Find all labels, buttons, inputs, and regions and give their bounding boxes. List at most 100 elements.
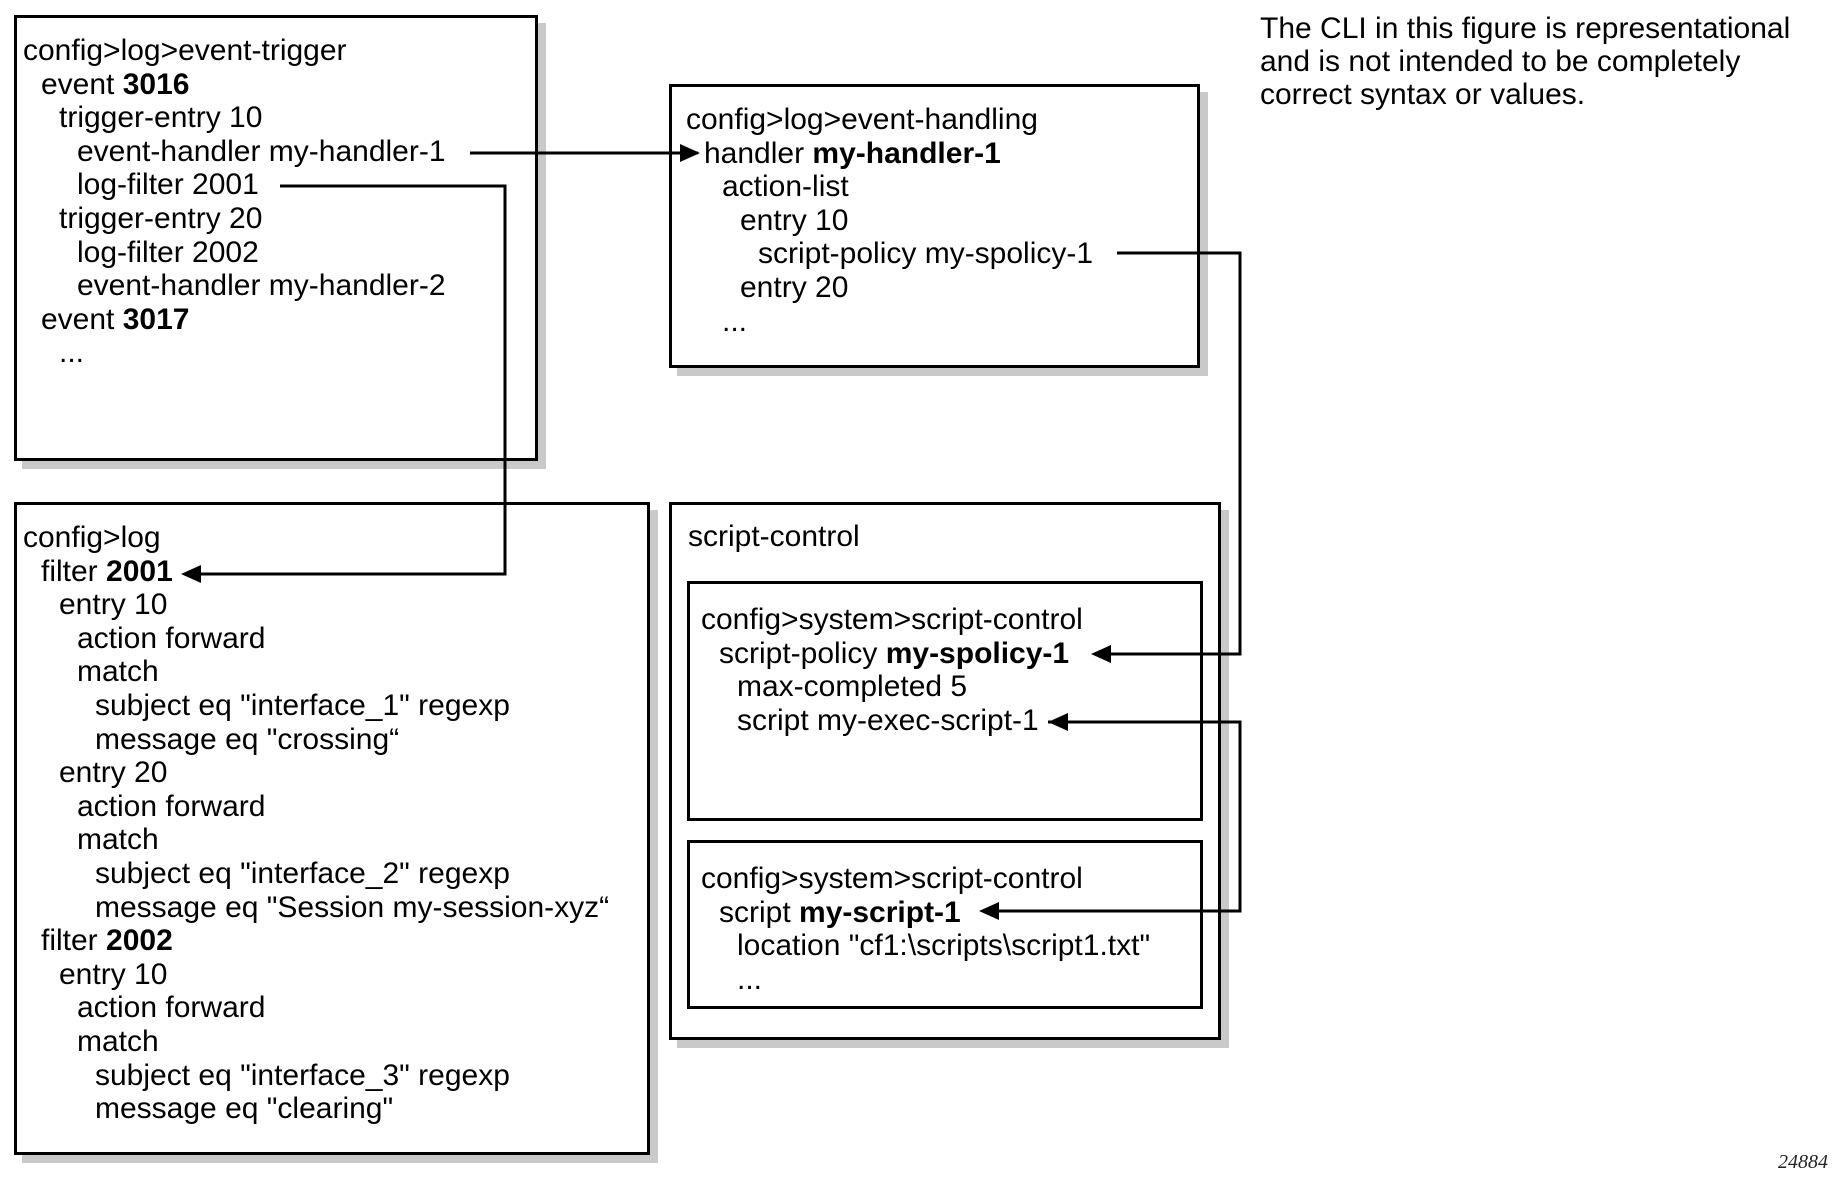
- cli-line: entry 10: [23, 958, 609, 992]
- cli-line: event-handler my-handler-1: [23, 135, 446, 169]
- cli-line-text: match: [77, 655, 159, 689]
- cli-line-text: config>log: [23, 521, 161, 554]
- figure-id: 24884: [1778, 1151, 1828, 1173]
- cli-line: location "cf1:\scripts\script1.txt": [701, 929, 1150, 963]
- cli-line: log-filter 2001: [23, 168, 446, 202]
- cli-line-highlight: 2001: [106, 554, 173, 588]
- cli-line-highlight: my-handler-1: [812, 136, 1001, 170]
- cli-line: event 3016: [23, 68, 446, 102]
- cli-line: handler my-handler-1: [686, 137, 1093, 171]
- cli-line: subject eq "interface_2" regexp: [23, 857, 609, 891]
- cli-line: action-list: [686, 170, 1093, 204]
- cli-line: config>log: [23, 521, 609, 555]
- cli-line-text: entry 10: [59, 957, 168, 991]
- cli-line: entry 20: [23, 756, 609, 790]
- cli-line: action forward: [23, 622, 609, 656]
- cli-line-text: subject eq "interface_2" regexp: [95, 856, 510, 890]
- cli-line-text: filter: [41, 554, 107, 588]
- cli-line-text: log-filter 2002: [77, 235, 259, 269]
- cli-line: match: [23, 823, 609, 857]
- log-filter-box: [14, 502, 650, 1155]
- cli-line-text: ...: [722, 304, 748, 338]
- cli-line-text: action-list: [722, 170, 849, 204]
- cli-line: subject eq "interface_1" regexp: [23, 689, 609, 723]
- cli-line-text: filter: [41, 924, 107, 958]
- cli-line-highlight: 3017: [122, 302, 190, 336]
- cli-line-text: event: [41, 302, 123, 336]
- cli-line-text: config>system>script-control: [701, 603, 1083, 636]
- cli-line-text: config>log>event-handling: [686, 103, 1038, 136]
- cli-line: filter 2001: [23, 555, 609, 589]
- cli-line-text: message eq "Session my-session-xyz“: [95, 890, 610, 924]
- cli-line-highlight: my-script-1: [799, 895, 961, 929]
- cli-line-text: ...: [59, 336, 85, 370]
- cli-line: trigger-entry 20: [23, 202, 446, 236]
- cli-line-text: subject eq "interface_3" regexp: [95, 1058, 510, 1092]
- disclaimer-note: The CLI in this figure is representation…: [1260, 12, 1791, 111]
- cli-line: script my-exec-script-1: [701, 704, 1083, 738]
- cli-line-text: event-handler my-handler-2: [77, 269, 446, 303]
- cli-line: log-filter 2002: [23, 236, 446, 270]
- cli-line: script-policy my-spolicy-1: [701, 637, 1083, 671]
- cli-line-text: script-policy my-spolicy-1: [758, 237, 1094, 271]
- cli-line-text: script: [719, 895, 800, 929]
- cli-line: config>log>event-handling: [686, 103, 1093, 137]
- cli-line: action forward: [23, 790, 609, 824]
- cli-line-text: event: [41, 67, 123, 101]
- cli-line-text: trigger-entry 20: [59, 201, 263, 235]
- cli-line-text: message eq "clearing": [95, 1092, 394, 1126]
- cli-line-text: entry 10: [740, 203, 849, 237]
- cli-line-text: match: [77, 823, 159, 857]
- cli-line-text: entry 10: [59, 588, 168, 622]
- cli-line-highlight: 2002: [106, 924, 173, 958]
- cli-line: config>system>script-control: [701, 603, 1083, 637]
- cli-line: message eq "crossing“: [23, 723, 609, 757]
- cli-line: subject eq "interface_3" regexp: [23, 1059, 609, 1093]
- cli-line-text: script-policy: [719, 636, 886, 670]
- cli-line: max-completed 5: [701, 670, 1083, 704]
- cli-line: message eq "clearing": [23, 1092, 609, 1126]
- cli-line: ...: [686, 305, 1093, 339]
- cli-line: ...: [23, 336, 446, 370]
- cli-line: ...: [701, 963, 1150, 997]
- cli-line: script my-script-1: [701, 896, 1150, 930]
- cli-line-text: handler: [704, 136, 813, 170]
- cli-line-text: config>system>script-control: [701, 862, 1083, 895]
- cli-line-text: log-filter 2001: [77, 168, 259, 202]
- cli-line-text: trigger-entry 10: [59, 101, 263, 135]
- cli-line-text: max-completed 5: [737, 670, 968, 704]
- cli-line-text: action forward: [77, 991, 266, 1025]
- script-control-title: script-control: [688, 520, 860, 553]
- cli-line: event 3017: [23, 303, 446, 337]
- cli-line: action forward: [23, 991, 609, 1025]
- cli-line: match: [23, 655, 609, 689]
- cli-line: trigger-entry 10: [23, 101, 446, 135]
- cli-line: config>log>event-trigger: [23, 34, 446, 68]
- cli-line-highlight: 3016: [122, 67, 190, 101]
- cli-line-text: ...: [737, 962, 763, 996]
- cli-line: config>system>script-control: [701, 862, 1150, 896]
- cli-line-text: message eq "crossing“: [95, 722, 400, 756]
- cli-line: filter 2002: [23, 924, 609, 958]
- cli-line-text: subject eq "interface_1" regexp: [95, 688, 510, 722]
- cli-line-text: action forward: [77, 621, 266, 655]
- cli-line: entry 10: [23, 588, 609, 622]
- cli-line-text: match: [77, 1024, 159, 1058]
- cli-line-text: action forward: [77, 789, 266, 823]
- cli-line-text: location "cf1:\scripts\script1.txt": [737, 929, 1151, 963]
- cli-line: message eq "Session my-session-xyz“: [23, 891, 609, 925]
- cli-line-text: entry 20: [740, 270, 849, 304]
- cli-line: match: [23, 1025, 609, 1059]
- cli-line-text: script my-exec-script-1: [737, 703, 1039, 737]
- cli-line: entry 10: [686, 204, 1093, 238]
- cli-line-highlight: my-spolicy-1: [885, 636, 1070, 670]
- cli-line-text: entry 20: [59, 756, 168, 790]
- cli-line-text: config>log>event-trigger: [23, 34, 347, 67]
- cli-line-text: event-handler my-handler-1: [77, 134, 446, 168]
- cli-line: entry 20: [686, 271, 1093, 305]
